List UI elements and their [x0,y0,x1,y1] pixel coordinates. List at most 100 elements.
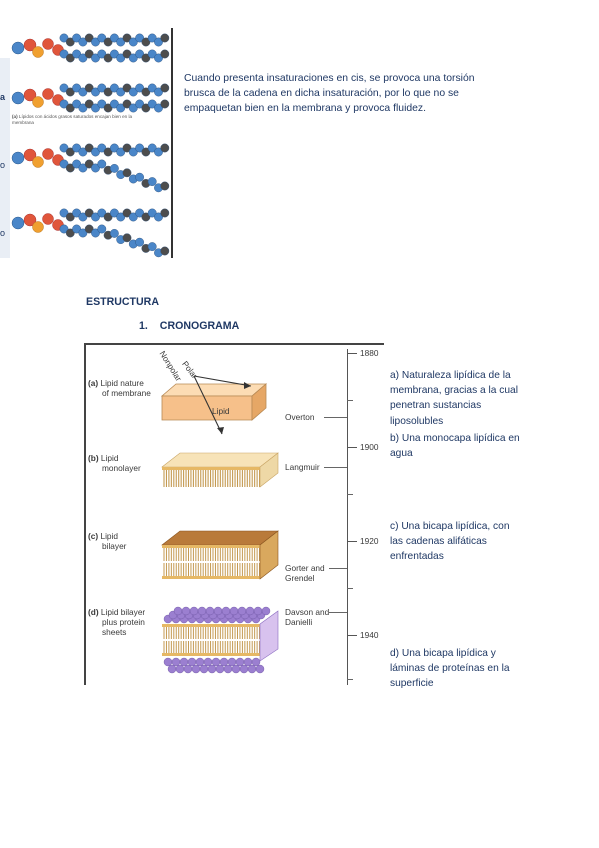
protein-bead [221,606,231,616]
atom [103,87,113,97]
atom [128,103,138,113]
atom [78,103,88,113]
protein-bead [197,606,207,616]
atom [154,147,163,157]
bilayer-top [161,530,279,546]
atom [97,83,107,93]
atom [147,177,157,187]
connector-langmuir [324,467,347,468]
scientist-davson-line1: Davson and [285,607,330,617]
atom [11,91,25,105]
year-1900 [347,447,357,449]
atom [160,143,170,153]
atom [160,49,170,59]
protein-bead [231,664,241,674]
year-label-1900: 1900 [360,442,379,452]
atom [23,148,37,162]
atom [84,159,94,169]
atom [42,38,54,50]
protein-bead [219,657,229,667]
atom [59,33,69,43]
atom [97,49,107,59]
head-row-bottom [162,653,260,656]
atom [91,163,100,173]
atom [84,224,94,234]
protein-bead [235,657,245,667]
atom [147,242,157,252]
atom [97,224,107,234]
atom [110,228,119,238]
stage-b-line1: Lipid [100,453,119,463]
atom [91,103,100,113]
atom [91,87,100,97]
atom [110,143,119,153]
monolayer-side [259,452,279,488]
connector-davson [329,612,347,613]
protein-bead [179,657,189,667]
atom [135,172,145,182]
protein-bead [203,657,213,667]
atom [65,212,75,222]
margin-letter-2: o [0,160,6,170]
margin-letter-1: a [0,92,6,102]
atom [84,49,94,59]
atom [84,143,94,153]
figure-caption-text: Lípidos con ácidos grasos saturados enca… [12,114,133,125]
atom [23,88,37,102]
minor-tick [347,679,353,680]
atom [91,228,100,238]
fatty-acid-chains-illustration [11,33,170,258]
atom [122,143,132,153]
atom [72,143,82,153]
atom [160,99,170,109]
atom [160,181,170,191]
atom [32,156,44,168]
figure-divider [171,28,173,258]
side-note-a: a) Naturaleza lipídica de la membrana, g… [390,370,518,427]
atom [65,147,75,157]
protein-bead [175,664,185,674]
protein-bead [195,657,205,667]
atom [59,83,69,93]
atom [65,53,75,63]
atom [78,163,88,173]
atom [122,168,132,178]
stage-c-line1: Lipid [100,531,118,541]
atom [135,99,145,109]
protein-bead [215,664,225,674]
stage-b-tag: (b) [88,453,99,463]
atom [103,147,113,157]
atom [72,49,82,59]
atom [72,99,82,109]
side-note-d: d) Una bicapa lipídica y láminas de prot… [390,648,510,690]
atom [160,208,170,218]
atom [122,49,132,59]
year-1880 [347,353,357,355]
block-label: Lipid [212,406,230,416]
atom [32,96,44,108]
atom [11,151,25,165]
year-1940 [347,635,357,637]
atom [160,246,170,256]
bilayer-side [259,530,279,580]
connector-overton [324,417,347,418]
atom [128,147,138,157]
atom [84,99,94,109]
protein-bead [247,664,257,674]
protein-bead [237,606,247,616]
atom [78,147,88,157]
atom [84,33,94,43]
monolayer-top [161,452,279,468]
protein-bead [167,664,177,674]
protein-side [259,610,279,662]
atom [97,33,107,43]
protein-bead [213,606,223,616]
atom [122,233,132,243]
protein-bead [163,657,173,667]
atom [59,159,69,169]
atom [91,37,100,47]
lipid-block-illustration [160,375,268,435]
atom [103,103,113,113]
atom [141,147,151,157]
bilayer-illustration [161,530,279,580]
